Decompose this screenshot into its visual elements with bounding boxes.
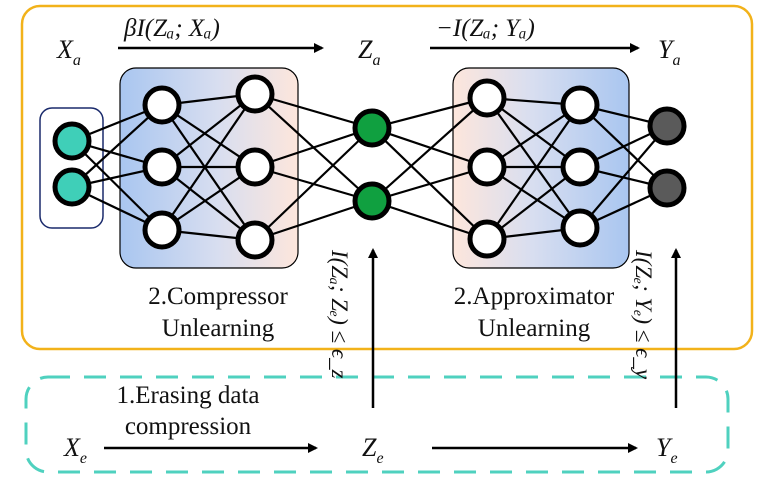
edge-input-1-hidden-a1-0 — [71, 104, 163, 188]
hidden-b1-node-1 — [467, 147, 507, 187]
edge-hidden-a2-1-latent-0 — [254, 126, 373, 169]
label-y-a: Ya — [658, 35, 680, 69]
label-x-e: Xe — [63, 433, 87, 467]
latent-node-1 — [352, 181, 392, 221]
label-y-e: Ye — [656, 433, 678, 467]
edge-hidden-a2-0-latent-0 — [254, 92, 373, 130]
output-node-1 — [647, 168, 687, 208]
edge-hidden-b1-2-hidden-b2-1 — [486, 166, 581, 240]
edge-input-0-hidden-a1-2 — [71, 140, 163, 231]
edge-hidden-a1-1-hidden-a2-2 — [161, 166, 256, 241]
hidden-b2-node-1 — [560, 147, 600, 187]
erasing-caption-line2: compression — [125, 413, 252, 440]
hidden-b1-node-0 — [467, 78, 507, 118]
hidden-a2-node-2 — [235, 220, 275, 260]
edge-latent-1-hidden-b1-0 — [371, 97, 488, 202]
output-node-0 — [647, 106, 687, 146]
input-node-0 — [52, 121, 92, 161]
edge-hidden-b1-2-hidden-b2-0 — [486, 104, 581, 240]
approximator-caption-line2: Unlearning — [478, 315, 591, 342]
compressor-caption-line1: 2.Compressor — [148, 283, 288, 310]
erasing-dashed-box — [24, 375, 730, 474]
edge-latent-1-hidden-b1-2 — [371, 199, 488, 241]
edge-hidden-a1-1-hidden-a2-0 — [161, 93, 256, 168]
hidden-b2-node-2 — [560, 208, 600, 248]
outer-training-box — [20, 4, 754, 351]
constraint-y-label: I(Zₑ; Yₑ) ≤ ϵ_y — [631, 249, 656, 380]
approximator-caption-line1: 2.Approximator — [454, 283, 615, 310]
edge-hidden-a1-0-hidden-a2-2 — [161, 104, 256, 241]
hidden-a1-node-1 — [142, 147, 182, 187]
hidden-a2-node-1 — [235, 147, 275, 187]
input-node-1 — [52, 167, 92, 207]
label-x-a: Xa — [56, 35, 81, 69]
compress-term: βI(Zₐ; Xₐ) — [123, 15, 220, 42]
hidden-b1-node-2 — [467, 219, 507, 259]
constraint-z-label: I(Zₐ; Zₑ) ≤ ϵ_z — [327, 249, 352, 379]
hidden-a1-node-0 — [142, 85, 182, 125]
predict-term: −I(Zₐ; Yₐ) — [436, 15, 535, 42]
network-nodes — [52, 74, 687, 260]
latent-node-0 — [352, 108, 392, 148]
edge-hidden-a2-2-latent-0 — [254, 127, 373, 241]
edge-hidden-b2-2-output-0 — [579, 125, 668, 229]
edge-latent-0-hidden-b1-1 — [371, 126, 488, 169]
erasing-caption-line1: 1.Erasing data — [116, 382, 259, 409]
edge-hidden-a1-2-hidden-a2-0 — [161, 93, 256, 231]
edge-hidden-a2-2-latent-1 — [254, 199, 373, 242]
hidden-a2-node-0 — [235, 74, 275, 114]
hidden-b2-node-0 — [560, 85, 600, 125]
hidden-a1-node-2 — [142, 210, 182, 250]
compressor-caption-line2: Unlearning — [162, 315, 275, 342]
edge-latent-0-hidden-b1-0 — [371, 96, 488, 130]
label-z-e: Ze — [362, 433, 384, 467]
edge-hidden-b1-0-hidden-b2-2 — [486, 97, 581, 229]
edge-latent-1-hidden-b1-1 — [371, 165, 488, 203]
label-z-a: Za — [358, 35, 380, 69]
